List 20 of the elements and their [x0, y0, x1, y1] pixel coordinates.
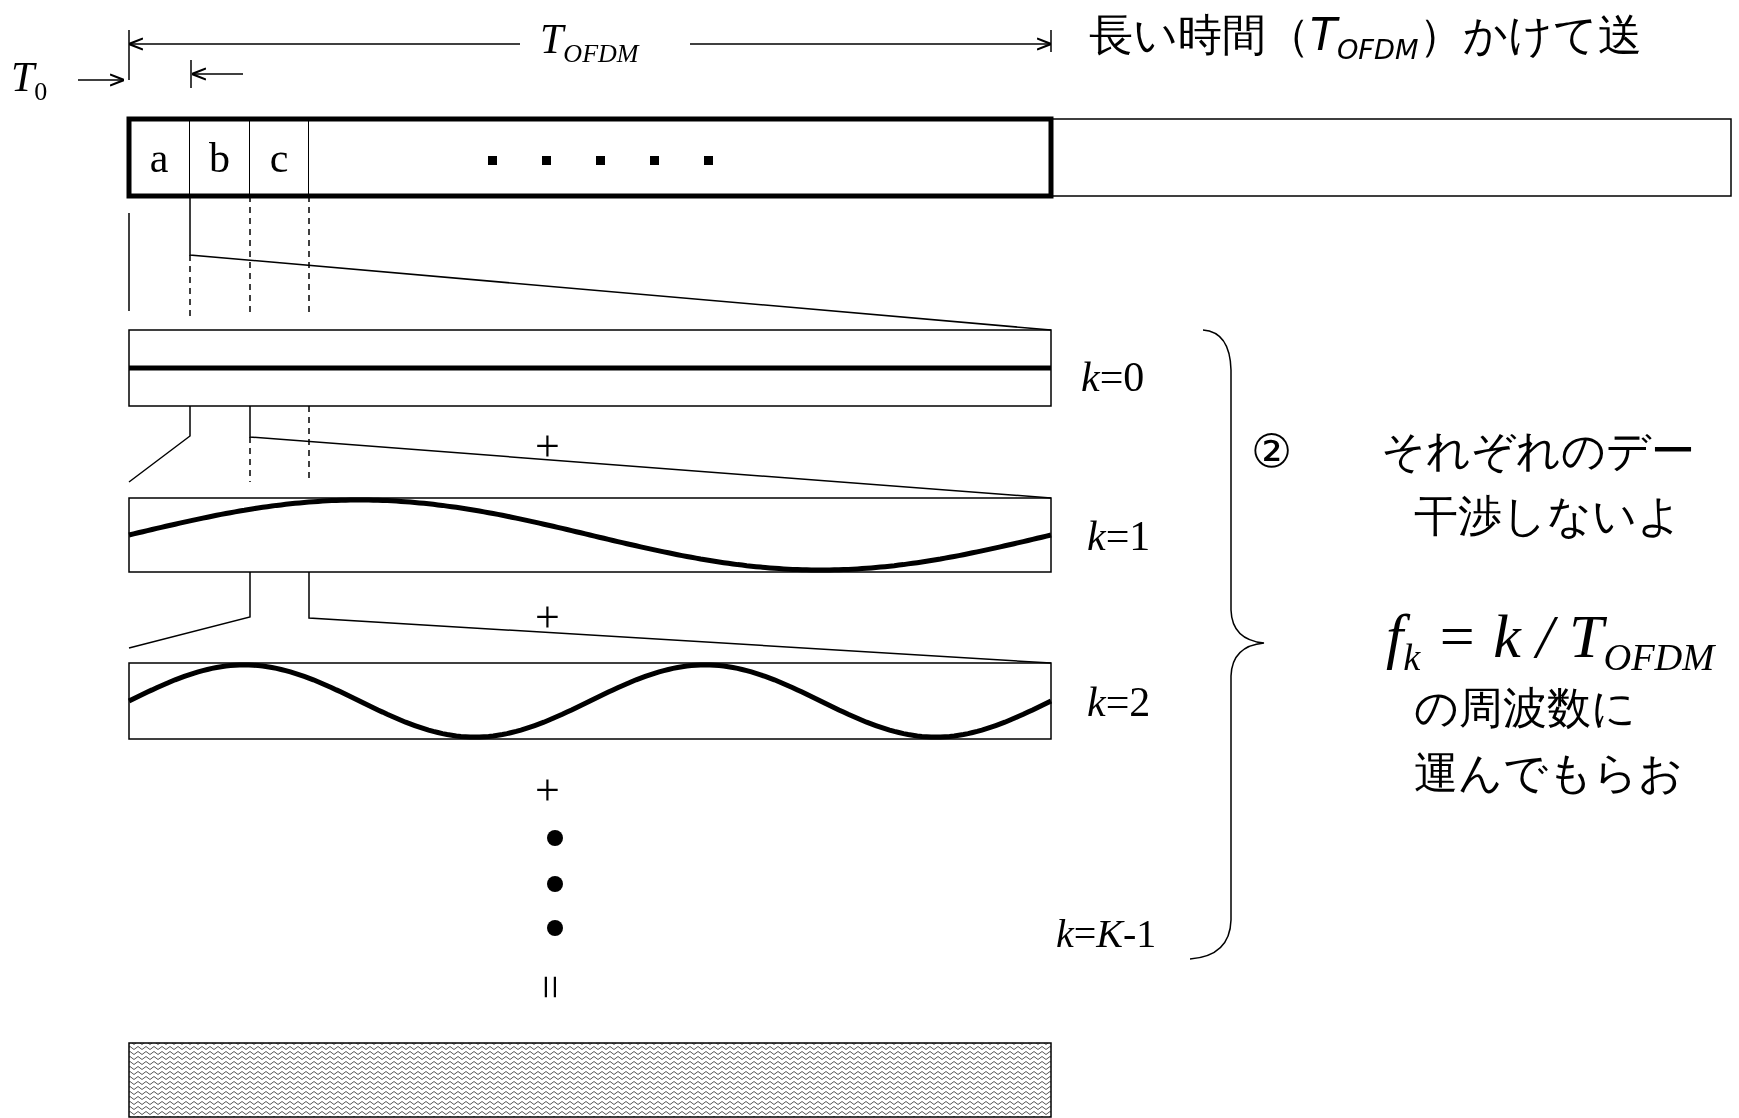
description-text: それぞれのデー [1381, 426, 1695, 476]
equals-sign: = [525, 974, 574, 1000]
plus-sign: + [535, 422, 560, 472]
plus-sign: + [535, 766, 560, 816]
dimension-label: T$_{OFDM}$ [540, 15, 639, 69]
description-text: 干渉しないよ [1414, 491, 1682, 541]
table-cell: b [190, 119, 250, 196]
subcarrier-label: k=1 [1087, 512, 1151, 560]
plus-sign: + [535, 593, 560, 643]
subcarrier-label: k=0 [1081, 353, 1145, 401]
description-text: 運んでもらお [1414, 748, 1683, 798]
dimension-label: T$_{0}$ [11, 53, 48, 107]
subcarrier-label: k=2 [1087, 678, 1151, 726]
caption-text: 長い時間（T$_{OFDM}$）かけて送 [1089, 10, 1642, 66]
table-cell: a [129, 119, 190, 196]
step-number: ② [1251, 425, 1293, 477]
frequency-formula: f$_{k}$ = k / T$_{OFDM}$ [1386, 601, 1715, 679]
table-cell: c [250, 119, 309, 196]
description-text: の周波数に [1414, 683, 1636, 733]
subcarrier-label: k=K-1 [1056, 912, 1157, 956]
